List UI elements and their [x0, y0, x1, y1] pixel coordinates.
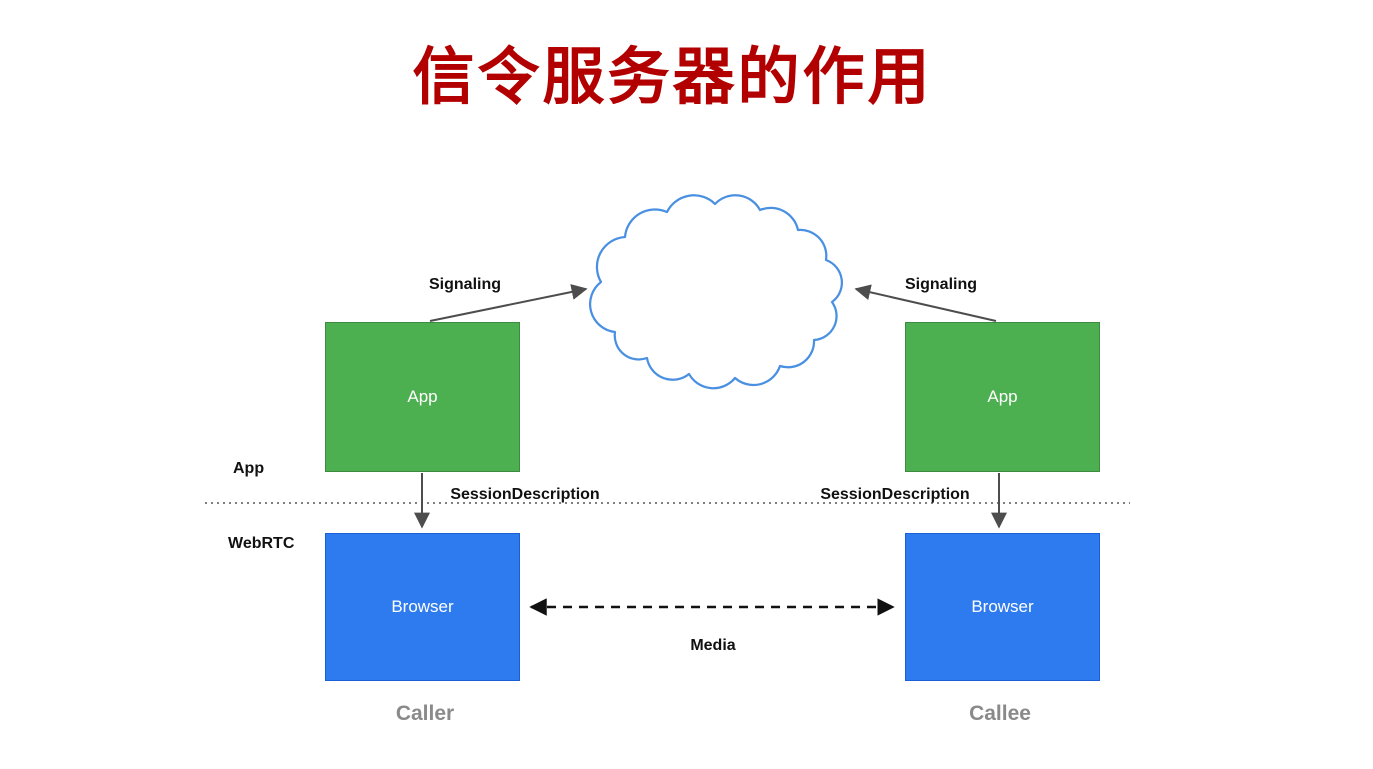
webrtc-layer-label: WebRTC — [228, 535, 295, 552]
media-label: Media — [690, 637, 736, 654]
page-title: 信令服务器的作用 — [412, 43, 933, 112]
caller-caption: Caller — [395, 702, 455, 725]
caller-signaling-label: Signaling — [429, 276, 501, 293]
callee-browser-box: Browser — [905, 533, 1100, 681]
callee-signaling-label: Signaling — [905, 276, 977, 293]
callee-app-box: App — [905, 322, 1100, 472]
caller-signaling-arrow — [429, 284, 588, 322]
app-layer-label: App — [233, 460, 265, 477]
callee-browser-box-label: Browser — [971, 597, 1034, 616]
callee-sessiondescription-label: SessionDescription — [820, 486, 970, 503]
caller-browser-box: Browser — [325, 533, 520, 681]
caller-app-box: App — [325, 322, 520, 472]
caller-browser-box-label: Browser — [391, 597, 454, 616]
callee-caption: Callee — [969, 702, 1031, 725]
callee-signaling-arrow — [854, 284, 997, 322]
callee-app-box-label: App — [987, 387, 1018, 406]
caller-sessiondescription-label: SessionDescription — [450, 486, 600, 503]
caller-app-box-label: App — [407, 387, 438, 406]
signaling-cloud — [588, 194, 843, 390]
